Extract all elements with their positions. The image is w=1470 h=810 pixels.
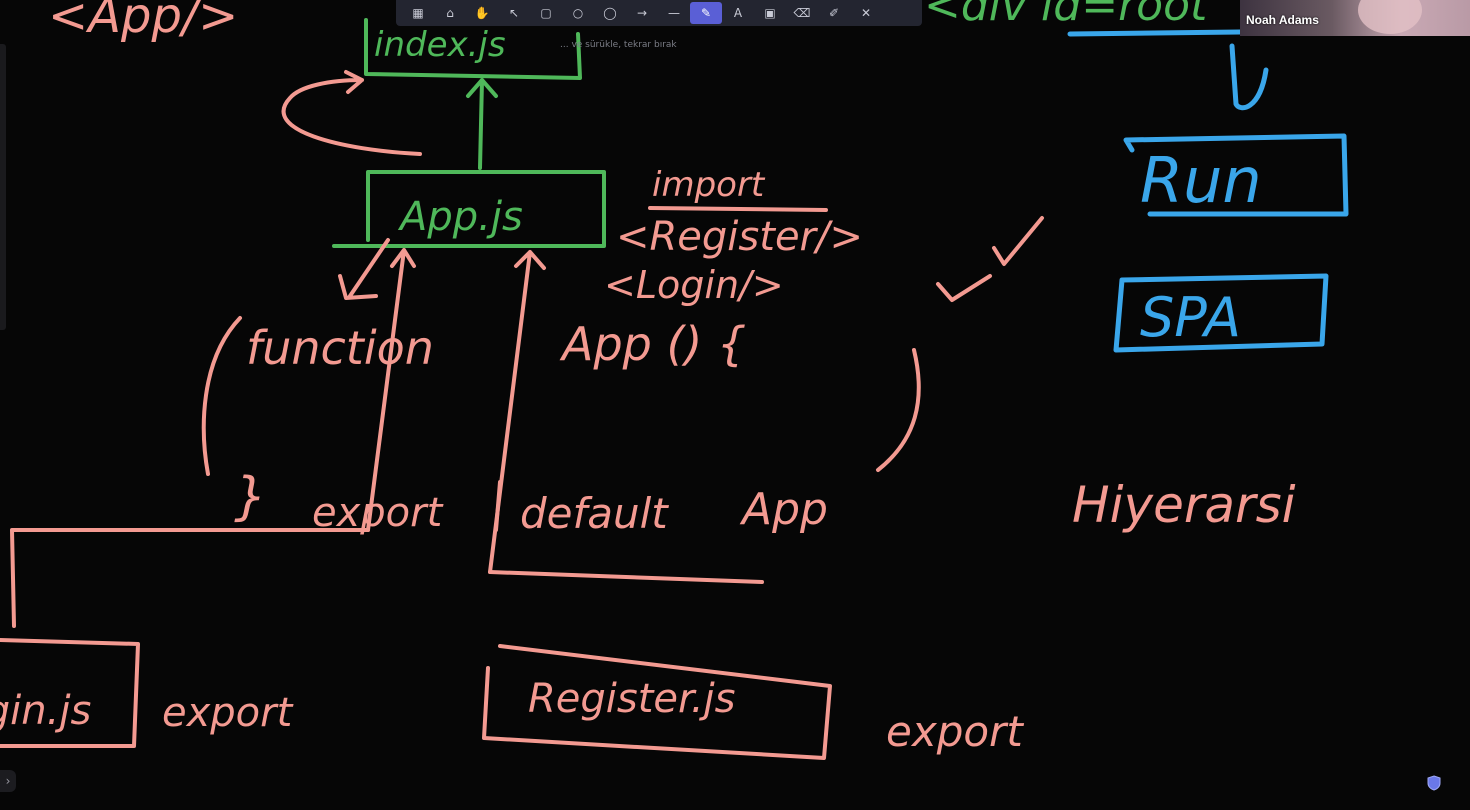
function-keyword: function (246, 321, 434, 375)
spa-box (1113, 273, 1329, 353)
circle-tool-button[interactable]: ○ (562, 2, 594, 24)
select-tool-button[interactable]: ↖ (498, 2, 530, 24)
open-paren (201, 316, 242, 476)
rectangle-tool-button[interactable]: ▢ (530, 2, 562, 24)
loop-arrow (281, 70, 422, 156)
rectangle-icon: ▢ (540, 6, 552, 20)
ellipse-tool-button[interactable]: ◯ (594, 2, 626, 24)
div-root-text: <div id=root (924, 0, 1209, 31)
marker-icon: ✐ (828, 6, 840, 20)
app-word: App (739, 484, 828, 535)
line-icon: — (668, 6, 680, 20)
select-icon: ↖ (508, 6, 520, 20)
arrow-icon: → (636, 6, 648, 20)
default-underline (488, 570, 764, 584)
register-box (482, 644, 832, 760)
arrow-tool-button[interactable]: → (626, 2, 658, 24)
lock-tool-button[interactable]: ⌂ (434, 2, 466, 24)
image-icon: ▣ (764, 6, 776, 20)
eraser-tool-button[interactable]: ⌫ (786, 2, 818, 24)
hand-tool-button[interactable]: ✋ (466, 2, 498, 24)
run-box-label: Run (1140, 144, 1262, 217)
close-paren (876, 348, 921, 472)
text-icon: A (733, 6, 743, 20)
line-tool-button[interactable]: — (658, 2, 690, 24)
close-icon: ✕ (860, 6, 872, 20)
pen-icon: ✎ (700, 6, 712, 20)
image-tool-button[interactable]: ▣ (754, 2, 786, 24)
app-to-index-arrow (466, 78, 498, 170)
pen-tool-button[interactable]: ✎ (690, 2, 722, 24)
participant-name-label: Noah Adams (1246, 13, 1319, 27)
import-label: import (652, 165, 766, 205)
eraser-icon: ⌫ (793, 6, 811, 20)
register-check-icon (992, 216, 1044, 266)
slide-icon: ▦ (412, 6, 424, 20)
login-box-label: Login.js (0, 688, 91, 734)
ellipse-icon: ◯ (603, 6, 617, 20)
participant-video-tile[interactable]: Noah Adams (1240, 0, 1470, 36)
login-tag-text: <Login/> (604, 263, 784, 307)
slide-tool-button[interactable]: ▦ (402, 2, 434, 24)
run-box (1123, 133, 1349, 217)
register-export-text: export (886, 707, 1024, 756)
login-check-icon (936, 274, 992, 302)
spa-box-label: SPA (1140, 286, 1241, 349)
login-connector-line (10, 528, 370, 628)
index-box-label: index.js (374, 25, 506, 65)
lock-icon: ⌂ (446, 6, 454, 20)
root-underline (1067, 29, 1243, 37)
hierarchy-text: Hiyerarsi (1072, 476, 1296, 534)
export-to-app-arrow (366, 248, 416, 532)
closing-brace: } (234, 467, 267, 527)
left-panel-handle[interactable] (0, 44, 6, 330)
text-tool-button[interactable]: A (722, 2, 754, 24)
login-box (0, 638, 140, 748)
login-export-text: export (162, 690, 294, 736)
close-tool-button[interactable]: ✕ (850, 2, 882, 24)
shield-icon (1427, 775, 1441, 791)
root-to-run-arrow (1229, 43, 1269, 111)
register-tag-text: <Register/> (616, 214, 863, 260)
marker-tool-button[interactable]: ✐ (818, 2, 850, 24)
app-tag-text: <App/> (48, 0, 238, 44)
circle-icon: ○ (572, 6, 584, 20)
chevron-right-icon: › (5, 774, 11, 788)
register-box-label: Register.js (528, 676, 735, 722)
import-underline (648, 206, 828, 212)
index-box (364, 18, 582, 80)
toolbar-hint-text: ... ve sürükle, tekrar bırak (560, 40, 677, 50)
app-box (332, 170, 606, 248)
drawing-toolbar: ▦ ⌂ ✋ ↖ ▢ ○ ◯ → — ✎ A ▣ ⌫ ✐ ✕ (396, 0, 922, 26)
app-box-label: App.js (397, 194, 523, 240)
expand-panel-button[interactable]: › (0, 770, 16, 792)
export-bar (494, 480, 502, 532)
down-left-arrow (338, 238, 390, 300)
app-call-text: App () { (559, 317, 746, 371)
default-keyword: default (520, 489, 669, 538)
security-button[interactable] (1424, 772, 1444, 794)
participant-avatar (1358, 0, 1422, 34)
hand-icon: ✋ (474, 6, 490, 20)
